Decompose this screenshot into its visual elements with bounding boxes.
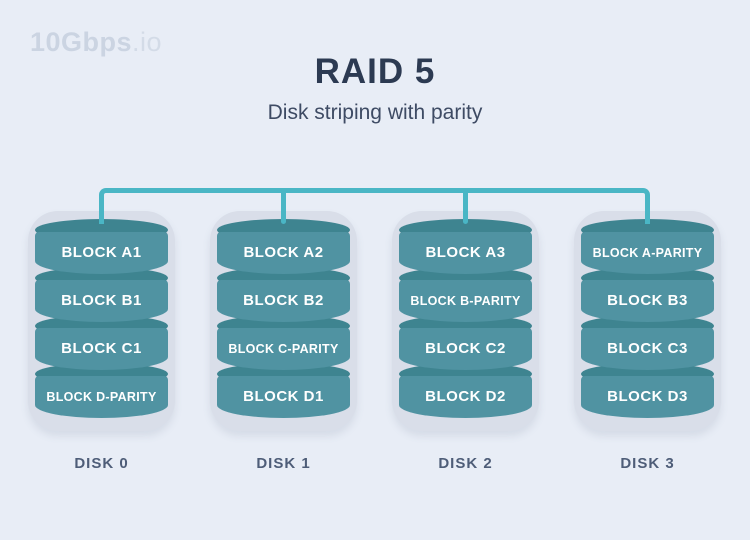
disk-block: BLOCK B2 bbox=[217, 267, 350, 322]
cylinder-body bbox=[399, 232, 532, 274]
block-label: BLOCK C1 bbox=[61, 340, 142, 357]
block-label: BLOCK D2 bbox=[425, 388, 506, 405]
disk-2-caption: DISK 2 bbox=[438, 455, 493, 472]
block-label: BLOCK B2 bbox=[243, 292, 324, 309]
cylinder-body bbox=[581, 280, 714, 322]
brand-name: 10Gbps bbox=[30, 27, 133, 57]
block-label: BLOCK D1 bbox=[243, 388, 324, 405]
block-label: BLOCK B1 bbox=[61, 292, 142, 309]
bus-drop-disk2 bbox=[463, 190, 468, 224]
disk-1: BLOCK A2 BLOCK B2 BLOCK C-PARITY BLOCK D… bbox=[210, 211, 357, 431]
disk-block: BLOCK B-PARITY bbox=[399, 267, 532, 322]
block-label: BLOCK C3 bbox=[607, 340, 688, 357]
page-title: RAID 5 bbox=[314, 52, 436, 91]
block-label: BLOCK A-PARITY bbox=[592, 246, 703, 260]
disk-3: BLOCK A-PARITY BLOCK B3 BLOCK C3 BLOCK D… bbox=[574, 211, 721, 431]
cylinder-body bbox=[35, 376, 168, 418]
disk-2: BLOCK A3 BLOCK B-PARITY BLOCK C2 BLOCK D… bbox=[392, 211, 539, 431]
disk-0-caption: DISK 0 bbox=[74, 455, 129, 472]
disk-block: BLOCK A-PARITY bbox=[581, 219, 714, 274]
disk-3-caption: DISK 3 bbox=[620, 455, 675, 472]
cylinder-body bbox=[581, 232, 714, 274]
block-label: BLOCK A3 bbox=[425, 244, 506, 261]
cylinder-body bbox=[35, 328, 168, 370]
page-subtitle: Disk striping with parity bbox=[267, 101, 483, 124]
block-label: BLOCK B3 bbox=[607, 292, 688, 309]
cylinder-body bbox=[399, 376, 532, 418]
disk-block: BLOCK B3 bbox=[581, 267, 714, 322]
cylinder-body bbox=[217, 232, 350, 274]
disk-block: BLOCK D2 bbox=[399, 363, 532, 418]
disk-block: BLOCK A2 bbox=[217, 219, 350, 274]
cylinder-body bbox=[581, 328, 714, 370]
cylinder-body bbox=[399, 328, 532, 370]
disk-block: BLOCK A1 bbox=[35, 219, 168, 274]
cylinder-body bbox=[217, 328, 350, 370]
disk-block: BLOCK C-PARITY bbox=[217, 315, 350, 370]
cylinder-body bbox=[581, 376, 714, 418]
bus-line bbox=[99, 188, 650, 224]
disk-block: BLOCK C3 bbox=[581, 315, 714, 370]
brand-tld: .io bbox=[132, 27, 163, 57]
disk-block: BLOCK A3 bbox=[399, 219, 532, 274]
cylinder-body bbox=[399, 280, 532, 322]
disk-0: BLOCK A1 BLOCK B1 BLOCK C1 BLOCK D-PARIT… bbox=[28, 211, 175, 431]
block-label: BLOCK D-PARITY bbox=[46, 390, 157, 404]
cylinder-body bbox=[35, 280, 168, 322]
cylinder-body bbox=[217, 280, 350, 322]
block-label: BLOCK B-PARITY bbox=[410, 294, 521, 308]
disk-1-caption: DISK 1 bbox=[256, 455, 311, 472]
block-label: BLOCK D3 bbox=[607, 388, 688, 405]
disk-block: BLOCK D3 bbox=[581, 363, 714, 418]
cylinder-body bbox=[35, 232, 168, 274]
block-label: BLOCK A1 bbox=[61, 244, 142, 261]
brand-logo: 10Gbps.io bbox=[30, 27, 162, 58]
disk-2-stack: BLOCK A3 BLOCK B-PARITY BLOCK C2 BLOCK D… bbox=[399, 219, 532, 418]
disk-block: BLOCK C1 bbox=[35, 315, 168, 370]
disk-block: BLOCK C2 bbox=[399, 315, 532, 370]
disk-block: BLOCK D1 bbox=[217, 363, 350, 418]
disk-1-stack: BLOCK A2 BLOCK B2 BLOCK C-PARITY BLOCK D… bbox=[217, 219, 350, 418]
bus-drop-disk1 bbox=[281, 190, 286, 224]
disk-block: BLOCK B1 bbox=[35, 267, 168, 322]
block-label: BLOCK C2 bbox=[425, 340, 506, 357]
cylinder-body bbox=[217, 376, 350, 418]
disk-3-stack: BLOCK A-PARITY BLOCK B3 BLOCK C3 BLOCK D… bbox=[581, 219, 714, 418]
disk-0-stack: BLOCK A1 BLOCK B1 BLOCK C1 BLOCK D-PARIT… bbox=[35, 219, 168, 418]
block-label: BLOCK A2 bbox=[243, 244, 324, 261]
block-label: BLOCK C-PARITY bbox=[228, 342, 339, 356]
disk-block: BLOCK D-PARITY bbox=[35, 363, 168, 418]
